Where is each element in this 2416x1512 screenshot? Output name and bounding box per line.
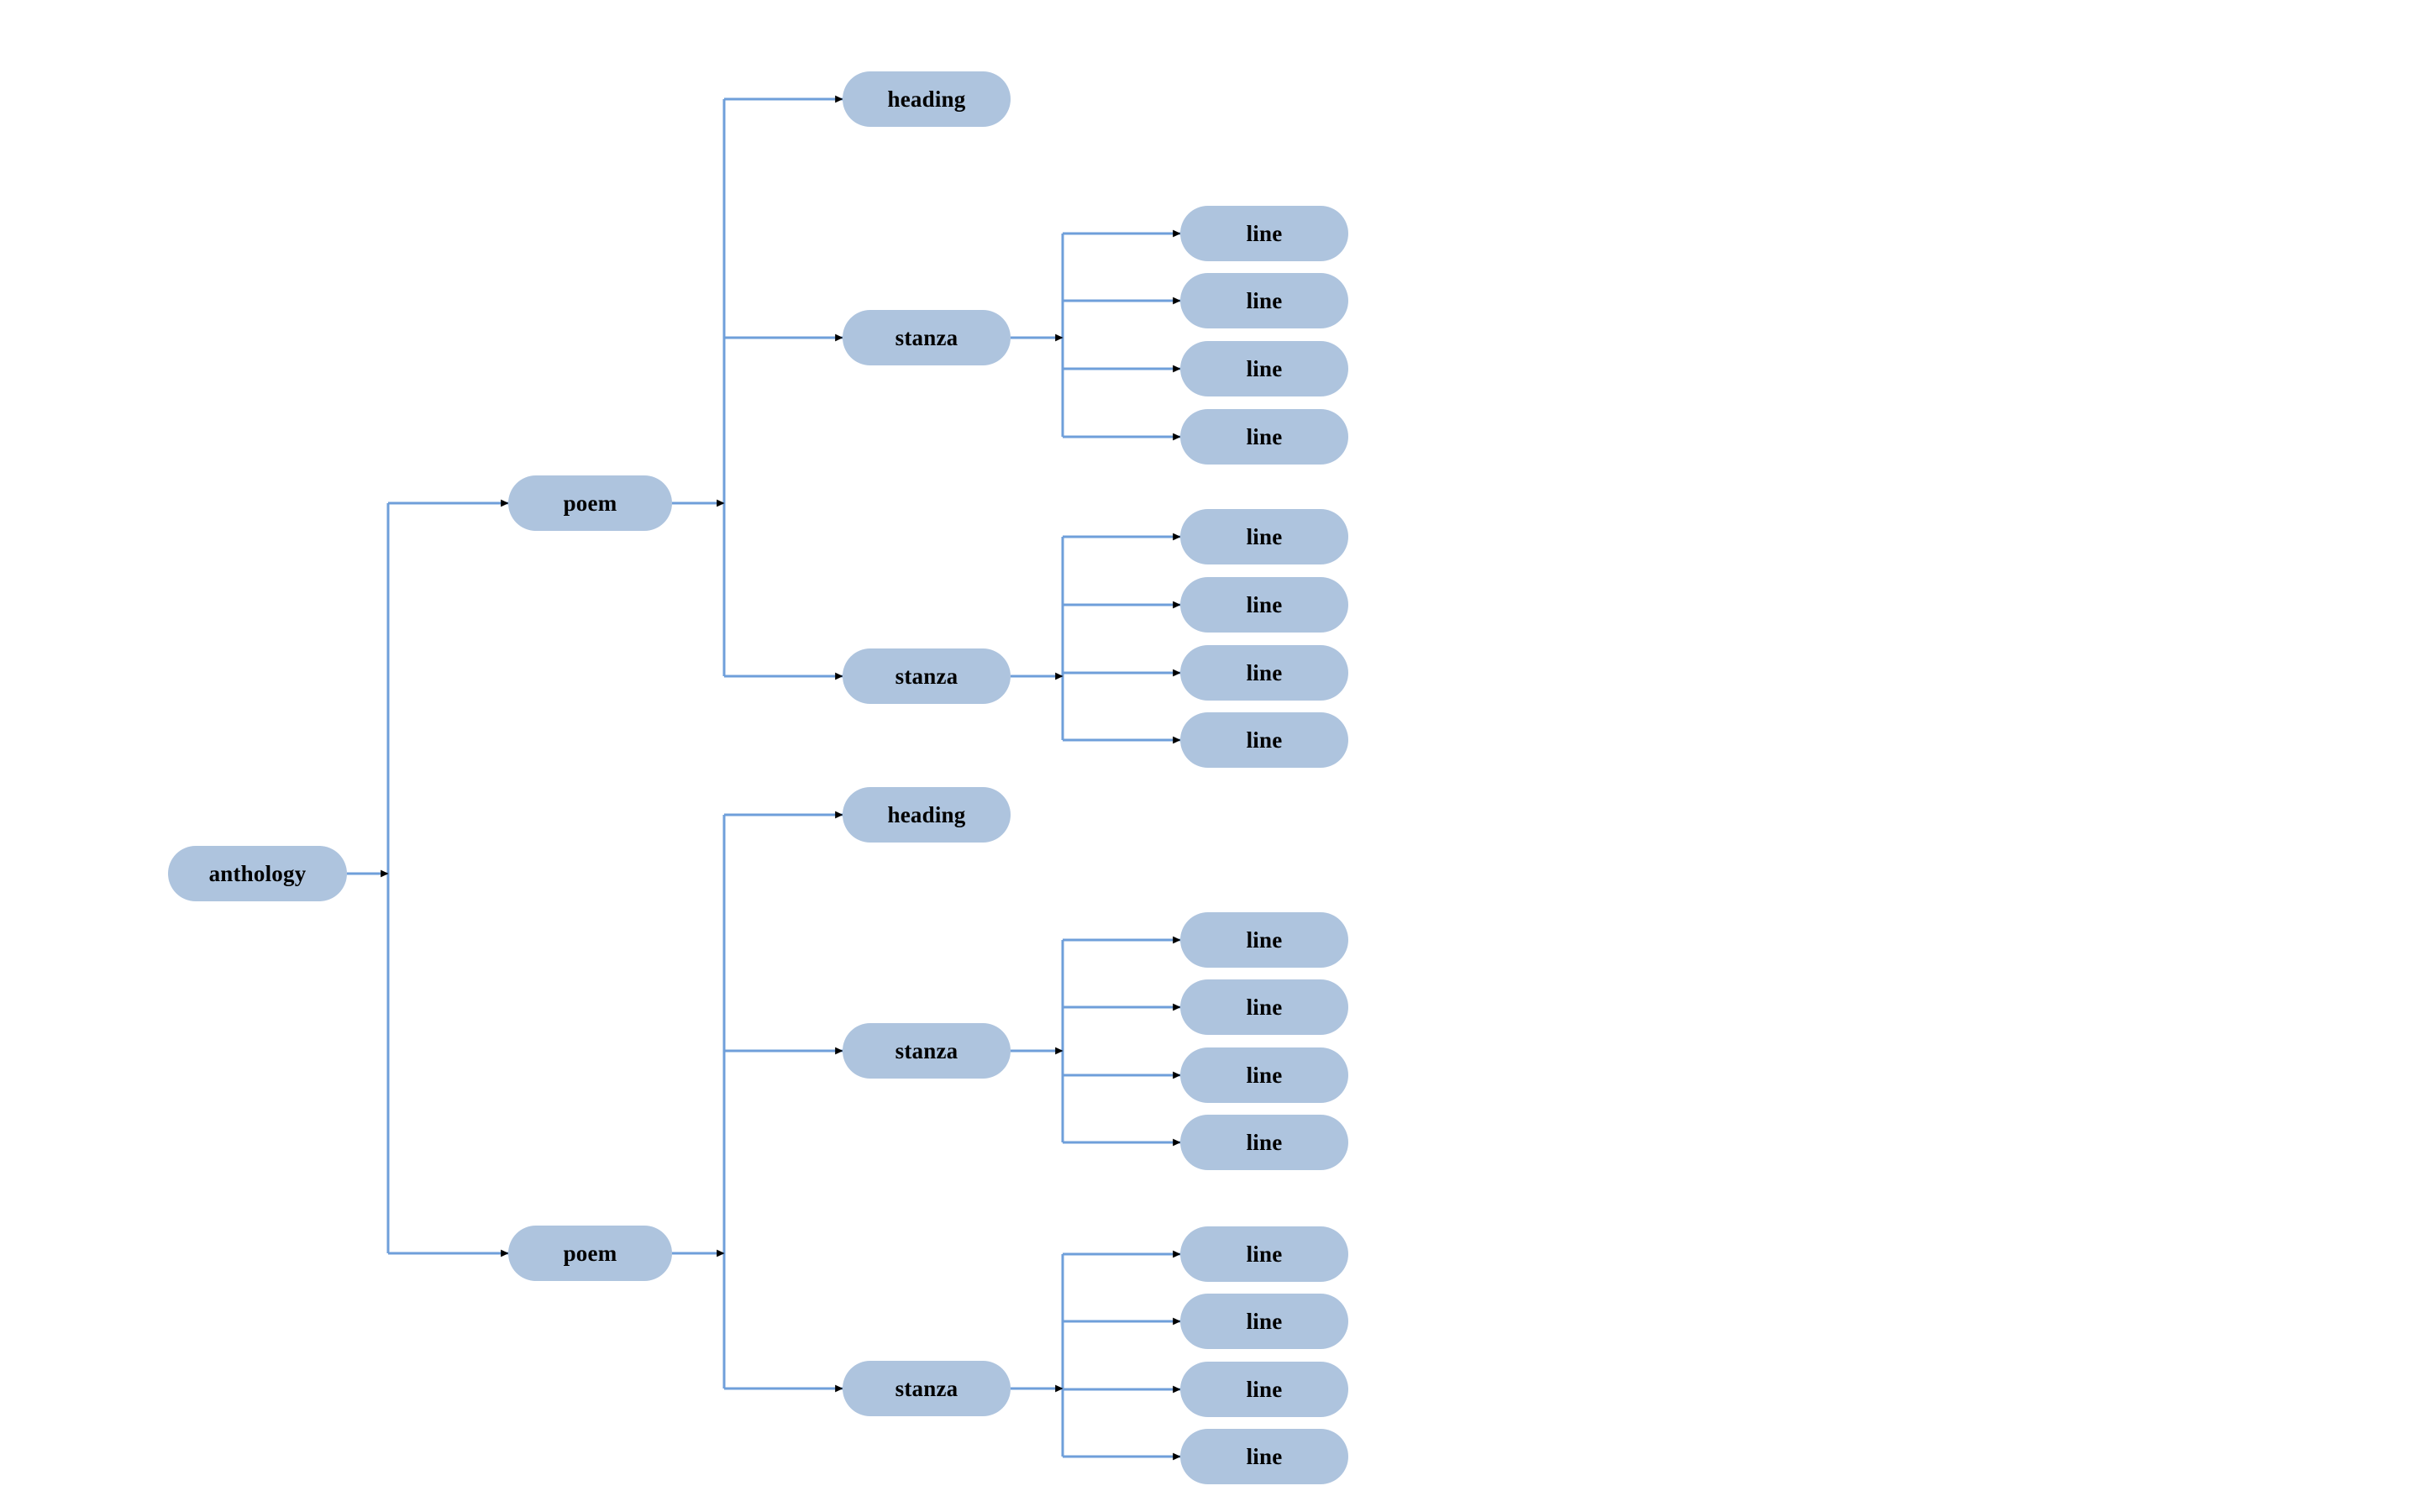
tree-node-label: line bbox=[1246, 591, 1283, 617]
tree-node-line-2-2-3[interactable]: line bbox=[1180, 1362, 1348, 1417]
tree-node-label: line bbox=[1246, 1129, 1283, 1155]
tree-node-stanza-2-2[interactable]: stanza bbox=[843, 1361, 1011, 1416]
tree-node-label: line bbox=[1246, 1443, 1283, 1469]
tree-node-label: stanza bbox=[895, 663, 959, 689]
tree-node-label: line bbox=[1246, 727, 1283, 753]
tree-node-poem-2[interactable]: poem bbox=[508, 1226, 672, 1281]
tree-node-heading-2[interactable]: heading bbox=[843, 787, 1011, 843]
tree-node-line-2-1-4[interactable]: line bbox=[1180, 1115, 1348, 1170]
tree-node-label: line bbox=[1246, 523, 1283, 549]
tree-node-label: stanza bbox=[895, 324, 959, 350]
tree-node-label: poem bbox=[563, 1240, 617, 1266]
tree-node-label: line bbox=[1246, 1062, 1283, 1088]
tree-node-label: line bbox=[1246, 355, 1283, 381]
tree-node-label: anthology bbox=[208, 860, 307, 886]
tree-node-line-1-2-1[interactable]: line bbox=[1180, 509, 1348, 564]
tree-node-label: line bbox=[1246, 994, 1283, 1020]
tree-node-line-2-2-1[interactable]: line bbox=[1180, 1226, 1348, 1282]
tree-node-label: heading bbox=[887, 801, 966, 827]
tree-node-line-1-1-1[interactable]: line bbox=[1180, 206, 1348, 261]
tree-node-line-2-2-2[interactable]: line bbox=[1180, 1294, 1348, 1349]
tree-node-label: line bbox=[1246, 423, 1283, 449]
tree-node-poem-1[interactable]: poem bbox=[508, 475, 672, 531]
tree-node-label: line bbox=[1246, 1376, 1283, 1402]
tree-node-line-1-1-4[interactable]: line bbox=[1180, 409, 1348, 465]
tree-node-label: heading bbox=[887, 86, 966, 112]
tree-node-label: line bbox=[1246, 220, 1283, 246]
tree-node-line-2-1-2[interactable]: line bbox=[1180, 979, 1348, 1035]
tree-node-label: stanza bbox=[895, 1375, 959, 1401]
tree-node-line-2-1-3[interactable]: line bbox=[1180, 1047, 1348, 1103]
tree-node-label: stanza bbox=[895, 1037, 959, 1063]
tree-node-line-1-2-3[interactable]: line bbox=[1180, 645, 1348, 701]
tree-node-anthology[interactable]: anthology bbox=[168, 846, 347, 901]
tree-node-label: line bbox=[1246, 659, 1283, 685]
tree-node-label: line bbox=[1246, 927, 1283, 953]
tree-node-label: line bbox=[1246, 1241, 1283, 1267]
tree-node-line-2-2-4[interactable]: line bbox=[1180, 1429, 1348, 1484]
tree-node-stanza-2-1[interactable]: stanza bbox=[843, 1023, 1011, 1079]
tree-node-stanza-1-1[interactable]: stanza bbox=[843, 310, 1011, 365]
tree-node-stanza-1-2[interactable]: stanza bbox=[843, 648, 1011, 704]
tree-node-line-1-1-3[interactable]: line bbox=[1180, 341, 1348, 396]
tree-node-line-1-2-4[interactable]: line bbox=[1180, 712, 1348, 768]
tree-node-line-1-2-2[interactable]: line bbox=[1180, 577, 1348, 633]
connector-layer bbox=[347, 95, 1181, 1461]
tree-node-label: poem bbox=[563, 490, 617, 516]
tree-node-line-1-1-2[interactable]: line bbox=[1180, 273, 1348, 328]
tree-node-label: line bbox=[1246, 287, 1283, 313]
tree-node-line-2-1-1[interactable]: line bbox=[1180, 912, 1348, 968]
tree-node-heading-1[interactable]: heading bbox=[843, 71, 1011, 127]
tree-node-label: line bbox=[1246, 1308, 1283, 1334]
